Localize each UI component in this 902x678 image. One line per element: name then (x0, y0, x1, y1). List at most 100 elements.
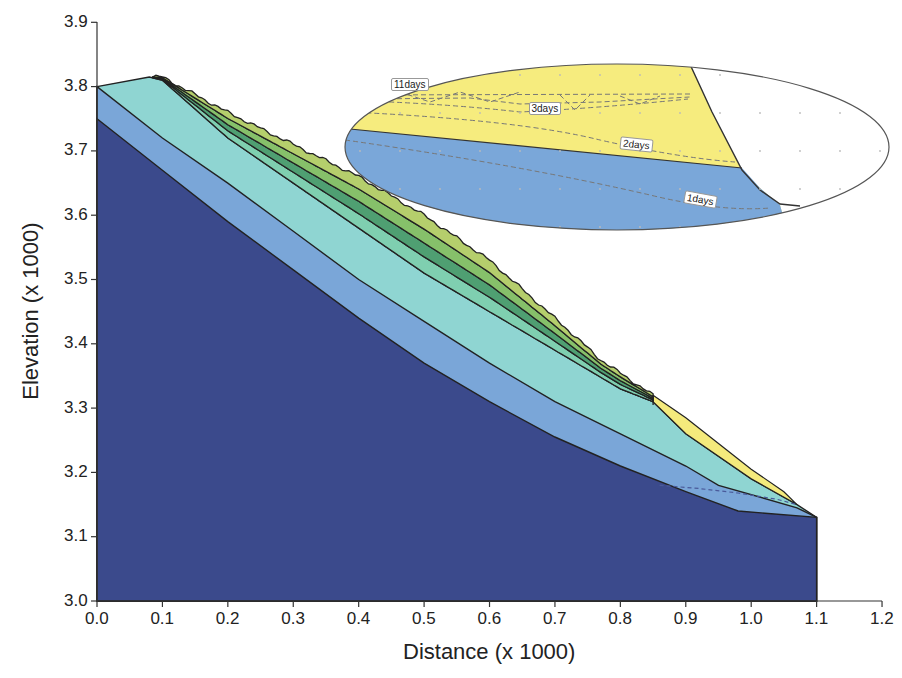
grid-dot (599, 226, 601, 228)
x-tick-label: 0.6 (478, 610, 502, 629)
y-tick (91, 408, 97, 409)
grid-dot (559, 150, 561, 152)
x-tick-label: 0.5 (412, 610, 436, 629)
grid-dot (359, 188, 361, 190)
grid-dot (839, 226, 841, 228)
axis-title: Elevation (x 1000) (18, 222, 42, 399)
grid-dot (679, 150, 681, 152)
grid-dot (359, 74, 361, 76)
bedrock-layer (97, 119, 817, 601)
grid-dot (639, 74, 641, 76)
x-tick-label: 1.2 (870, 610, 894, 629)
axis-title: Distance (x 1000) (403, 640, 575, 664)
y-tick-label: 3.0 (64, 592, 88, 611)
grid-dot (439, 226, 441, 228)
grid-dot (599, 188, 601, 190)
grid-dot (479, 112, 481, 114)
grid-dot (799, 226, 801, 228)
time-label: 3days (529, 102, 562, 115)
grid-dot (679, 74, 681, 76)
grid-dot (399, 188, 401, 190)
grid-dot (519, 188, 521, 190)
grid-dot (759, 188, 761, 190)
grid-dot (519, 150, 521, 152)
grid-dot (759, 112, 761, 114)
x-tick (881, 601, 882, 607)
grid-dot (519, 112, 521, 114)
x-tick (162, 601, 163, 607)
x-tick (685, 601, 686, 607)
grid-dot (399, 74, 401, 76)
grid-dot (359, 226, 361, 228)
x-tick-label: 0.8 (608, 610, 632, 629)
y-tick (91, 472, 97, 473)
x-tick (489, 601, 490, 607)
grid-dot (879, 74, 881, 76)
grid-dot (439, 188, 441, 190)
grid-dot (479, 226, 481, 228)
grid-dot (839, 150, 841, 152)
y-tick-label: 3.1 (64, 527, 88, 546)
grid-dot (639, 188, 641, 190)
grid-dot (719, 188, 721, 190)
grid-dot (879, 150, 881, 152)
x-tick-label: 1.1 (805, 610, 829, 629)
time-label: 2days (619, 136, 653, 152)
grid-dot (799, 112, 801, 114)
x-tick (554, 601, 555, 607)
x-tick (358, 601, 359, 607)
grid-dot (719, 226, 721, 228)
grid-dot (679, 112, 681, 114)
grid-dot (719, 74, 721, 76)
grid-dot (519, 226, 521, 228)
grid-dot (359, 150, 361, 152)
grid-dot (599, 74, 601, 76)
grid-dot (799, 150, 801, 152)
x-tick-label: 0.7 (543, 610, 567, 629)
x-tick-label: 1.0 (739, 610, 763, 629)
y-tick (91, 536, 97, 537)
grid-dot (879, 112, 881, 114)
y-tick (91, 343, 97, 344)
grid-dot (759, 226, 761, 228)
grid-dot (799, 188, 801, 190)
time-label: 11days (391, 78, 429, 91)
y-tick (91, 279, 97, 280)
grid-dot (399, 112, 401, 114)
x-tick-label: 0.2 (216, 610, 240, 629)
grid-dot (879, 188, 881, 190)
grid-dot (759, 150, 761, 152)
grid-dot (759, 74, 761, 76)
x-tick-label: 0.0 (85, 610, 109, 629)
grid-dot (839, 112, 841, 114)
grid-dot (399, 226, 401, 228)
grid-dot (479, 188, 481, 190)
y-tick (91, 22, 97, 23)
x-tick (227, 601, 228, 607)
y-tick (91, 215, 97, 216)
x-tick-label: 0.4 (347, 610, 371, 629)
y-tick-label: 3.4 (64, 334, 88, 353)
y-tick-label: 3.3 (64, 399, 88, 418)
y-tick-label: 3.9 (64, 13, 88, 32)
grid-dot (839, 74, 841, 76)
y-tick-label: 3.8 (64, 77, 88, 96)
slip-trace (660, 485, 797, 504)
grid-dot (679, 188, 681, 190)
grid-dot (599, 150, 601, 152)
x-tick (424, 601, 425, 607)
grid-dot (719, 150, 721, 152)
grid-dot (439, 150, 441, 152)
grid-dot (519, 74, 521, 76)
band-edge (652, 395, 653, 405)
grid-dot (599, 112, 601, 114)
grid-dot (439, 74, 441, 76)
grid-dot (559, 188, 561, 190)
y-tick (91, 150, 97, 151)
y-tick-label: 3.6 (64, 206, 88, 225)
x-tick-label: 0.3 (281, 610, 305, 629)
inset-zoom (340, 60, 900, 240)
grid-dot (399, 150, 401, 152)
y-tick (91, 86, 97, 87)
